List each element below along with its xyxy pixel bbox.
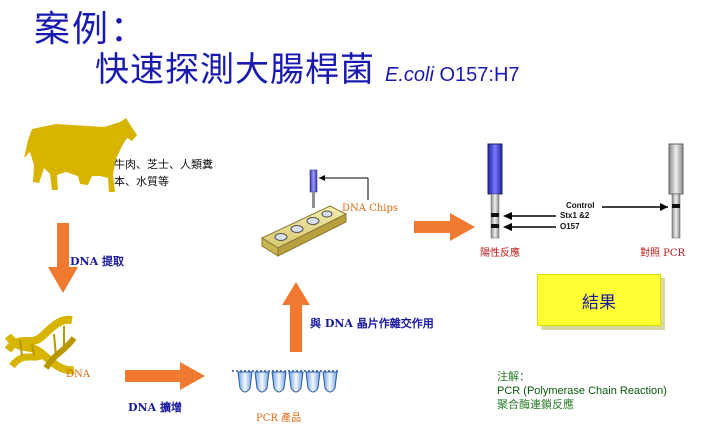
control-marker-label: Control (566, 201, 595, 210)
organism-name: E.coli (385, 64, 434, 86)
positive-result-label: 陽性反應 (480, 248, 520, 259)
arrow-up-icon (282, 282, 310, 352)
dna-chip-icon (260, 169, 369, 257)
dna-helix-icon (4, 315, 77, 375)
note-line2: 聚合酶連鎖反應 (497, 399, 574, 411)
dna-amplify-label: DNA 擴增 (128, 401, 182, 414)
hybridization-label: 與 DNA 晶片作雜交作用 (310, 317, 434, 330)
arrow-right-icon (414, 213, 475, 241)
sample-label-line1: 牛肉、芝士、人類糞 (114, 158, 213, 171)
result-box: 結果 (537, 274, 661, 326)
note-block: 注解： PCR (Polymerase Chain Reaction) 聚合酶連… (497, 370, 667, 412)
title-organism: E.coli O157:H7 (385, 64, 520, 86)
cow-icon (24, 118, 137, 192)
control-pcr-label: 對照 PCR (640, 248, 686, 259)
note-line1: PCR (Polymerase Chain Reaction) (497, 385, 667, 397)
pcr-product-label: PCR 產品 (256, 413, 302, 424)
note-heading: 注解： (497, 371, 530, 383)
strain-name: O157:H7 (439, 64, 520, 86)
positive-strip-icon (487, 143, 503, 239)
title-line2: 快速探測大腸桿菌 E.coli O157:H7 (95, 42, 520, 91)
sample-label: 牛肉、芝士、人類糞 本、水質等 (114, 156, 213, 190)
marker-arrows (503, 203, 668, 231)
pcr-tubes-icon (232, 370, 340, 393)
dna-extract-label: DNA 提取 (70, 255, 124, 268)
sample-label-line2: 本、水質等 (114, 175, 169, 188)
title-main: 快速探測大腸桿菌 (95, 50, 375, 90)
arrow-down-icon (48, 223, 78, 293)
dna-label: DNA (66, 369, 90, 380)
dna-chips-label: DNA Chips (342, 203, 398, 214)
o157-marker-label: O157 (560, 222, 580, 231)
arrow-right-icon (125, 362, 205, 390)
control-strip-icon (668, 143, 684, 239)
stx-marker-label: Stx1 &2 (560, 211, 590, 220)
title-line1: 案例： (34, 9, 149, 50)
